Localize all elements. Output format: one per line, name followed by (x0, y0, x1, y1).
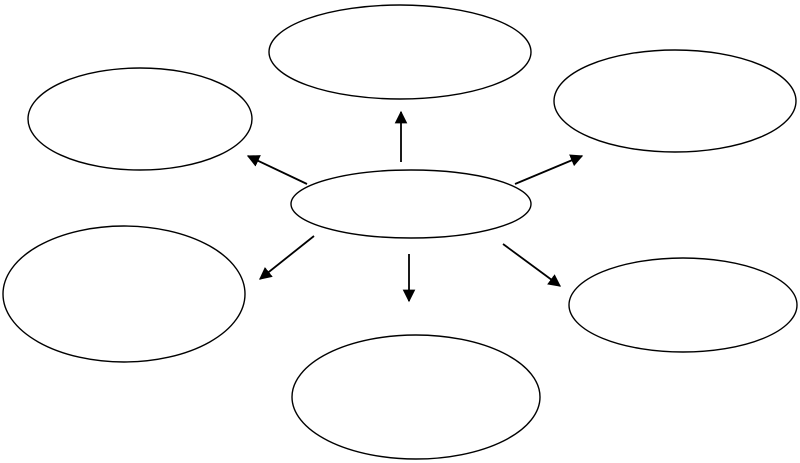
node-upper-right[interactable] (553, 49, 797, 153)
arrows (246, 110, 584, 303)
node-lower-right[interactable] (568, 257, 798, 353)
node-upper-left[interactable] (27, 67, 253, 171)
arrow-to-lower-right (502, 243, 562, 287)
arrow-to-upper-right (514, 154, 584, 185)
node-bottom[interactable] (291, 334, 541, 460)
node-lower-left[interactable] (2, 225, 246, 363)
arrow-to-upper-left (246, 155, 308, 185)
center-node[interactable] (290, 169, 532, 239)
outer-nodes (2, 4, 798, 460)
node-top[interactable] (268, 4, 532, 100)
arrow-to-lower-left (259, 235, 315, 280)
